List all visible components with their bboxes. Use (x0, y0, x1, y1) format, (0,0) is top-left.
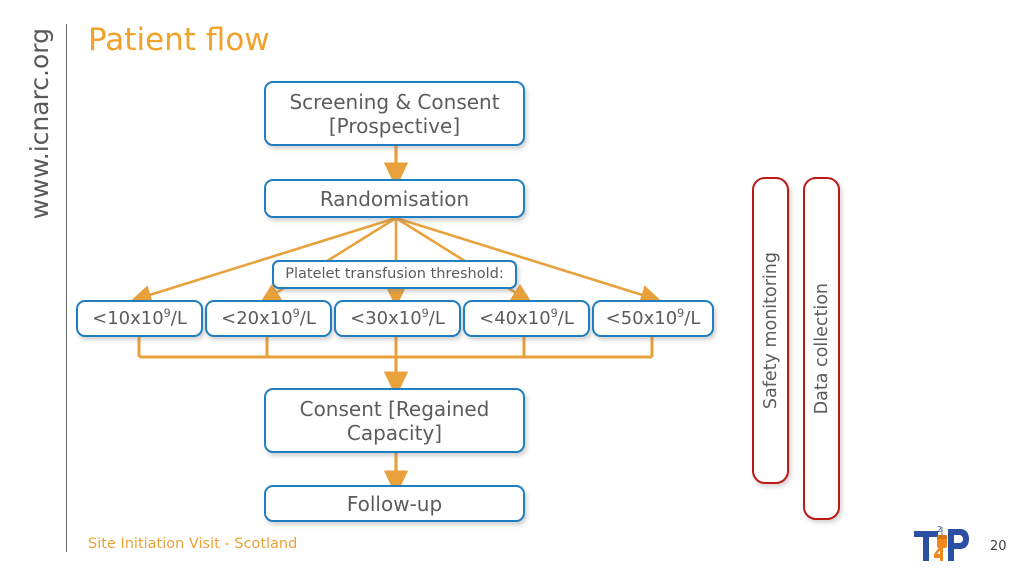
followup-label: Follow-up (346, 491, 443, 516)
page-number: 20 (990, 539, 1007, 554)
sidebar-divider (66, 24, 67, 552)
t2p4-trial-logo-icon: 2 (914, 525, 969, 561)
flow-box-followup[interactable]: Follow-up (264, 485, 525, 522)
footer-text: Site Initiation Visit - Scotland (88, 536, 298, 552)
threshold-50-text: <50x109/L (605, 306, 701, 329)
flow-box-threshold-20[interactable]: <20x109/L (205, 300, 332, 337)
screening-line-2: [Prospective] (328, 113, 461, 138)
flow-box-threshold-40[interactable]: <40x109/L (463, 300, 590, 337)
flow-box-threshold-10[interactable]: <10x109/L (76, 300, 203, 337)
consent-line-2: Capacity] (346, 420, 443, 445)
flow-box-threshold-30[interactable]: <30x109/L (334, 300, 461, 337)
threshold-40-text: <40x109/L (479, 306, 574, 329)
side-bar-safety-monitoring[interactable]: Safety monitoring (752, 177, 789, 484)
safety-monitoring-label: Safety monitoring (760, 251, 781, 410)
flow-box-randomisation[interactable]: Randomisation (264, 179, 525, 218)
page-title: Patient flow (88, 22, 270, 58)
data-collection-label: Data collection (811, 282, 832, 415)
svg-text:2: 2 (937, 525, 942, 534)
flow-box-threshold-50[interactable]: <50x109/L (592, 300, 714, 337)
consent-line-1: Consent [Regained (299, 396, 490, 421)
flow-box-consent[interactable]: Consent [Regained Capacity] (264, 388, 525, 453)
flow-box-threshold-label[interactable]: Platelet transfusion threshold: (272, 260, 517, 289)
sidebar-website-url: www.icnarc.org (22, 28, 56, 278)
threshold-10-text: <10x109/L (92, 306, 187, 329)
threshold-label-text: Platelet transfusion threshold: (285, 265, 504, 282)
screening-line-1: Screening & Consent (289, 89, 500, 114)
flow-box-screening[interactable]: Screening & Consent [Prospective] (264, 81, 525, 146)
randomisation-label: Randomisation (319, 186, 470, 211)
threshold-30-text: <30x109/L (350, 306, 445, 329)
sidebar-url-text: www.icnarc.org (24, 28, 54, 220)
threshold-20-text: <20x109/L (221, 306, 316, 329)
side-bar-data-collection[interactable]: Data collection (803, 177, 840, 520)
